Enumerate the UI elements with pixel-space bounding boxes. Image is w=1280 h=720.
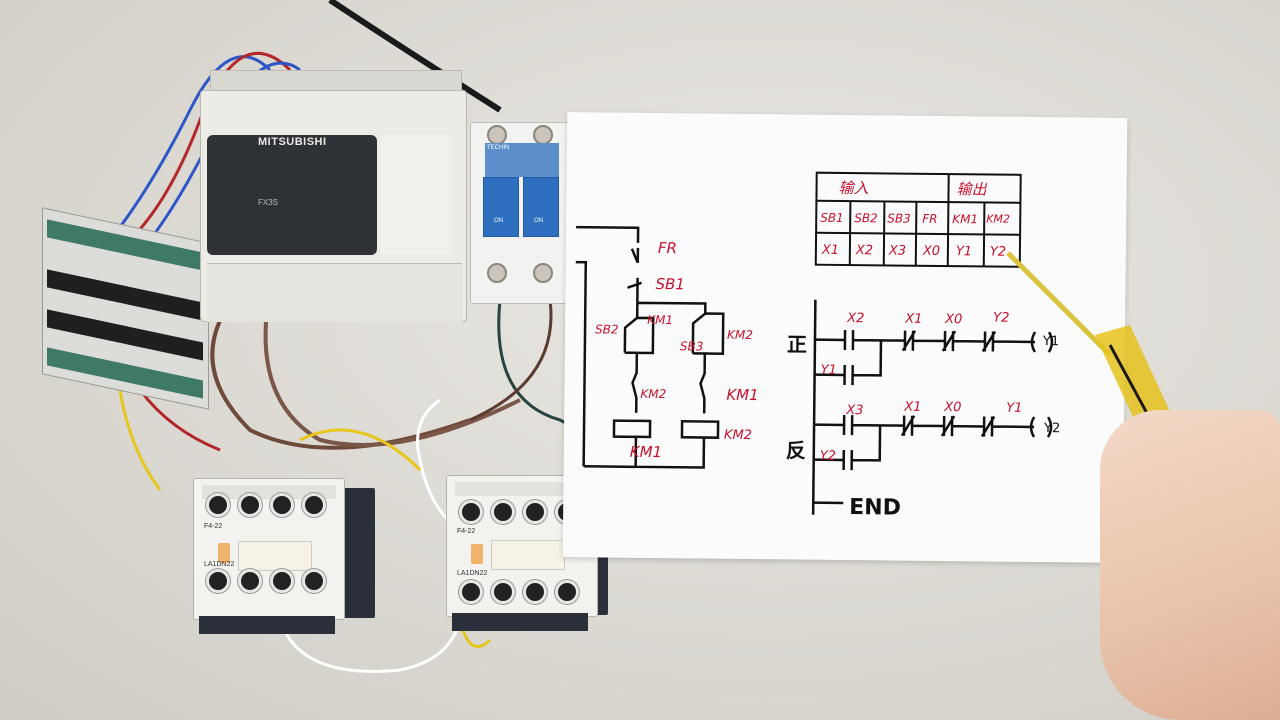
plc-brand-label: MITSUBISHI — [258, 136, 327, 148]
io-address: X3 — [888, 243, 907, 259]
terminal-hole — [270, 493, 294, 517]
io-address: Y1 — [955, 244, 973, 260]
io-address: X0 — [922, 243, 941, 259]
contactor-code-label: F4-22 — [457, 528, 476, 535]
terminal-row — [47, 269, 203, 321]
screw-icon — [533, 263, 553, 283]
breaker-right-label: ON — [534, 218, 543, 224]
plc-body — [200, 90, 467, 322]
io-signal: FR — [922, 211, 938, 226]
contactor-window — [238, 541, 312, 571]
ladder-contact: X3 — [846, 403, 864, 419]
relay-coil-km2: KM2 — [723, 427, 753, 444]
terminal-block — [42, 207, 209, 410]
io-signal: KM2 — [986, 212, 1011, 226]
plc-front-cover — [207, 135, 377, 255]
schematic-paper: FR SB1 SB2 KM1 SB3 KM2 KM2 KM1 KM1 KM2 输… — [562, 112, 1128, 563]
io-input-header: 输入 — [838, 178, 869, 198]
ladder-contact: X1 — [904, 399, 922, 415]
contactor-base — [199, 616, 335, 634]
relay-label-km2-hold: KM2 — [726, 327, 753, 343]
contactor-indicator — [471, 544, 483, 564]
contactor-base — [452, 613, 588, 631]
screw-icon — [487, 263, 507, 283]
io-table-grid — [814, 171, 1022, 268]
screw-icon — [487, 125, 507, 145]
breaker-handle-right[interactable]: ON — [523, 177, 559, 237]
terminal-hole — [491, 500, 515, 524]
io-signal: SB2 — [854, 211, 878, 226]
terminal-hole — [270, 569, 294, 593]
screw-icon — [533, 125, 553, 145]
terminal-hole — [238, 569, 262, 593]
plc-unit: MITSUBISHI FX3S — [200, 70, 470, 322]
relay-label-km1-interlock: KM1 — [726, 385, 759, 405]
ladder-contact: X0 — [944, 400, 962, 416]
ladder-hold-contact: Y2 — [819, 448, 837, 464]
relay-circuit-lines — [575, 225, 725, 469]
terminal-hole — [555, 580, 579, 604]
breaker-handle-left[interactable]: ON — [483, 177, 519, 237]
contactor-top-strip — [455, 482, 589, 496]
contactor-indicator — [218, 543, 230, 563]
breaker-brand-label: TECHIN — [485, 143, 559, 177]
relay-label-km1-hold: KM1 — [647, 312, 674, 328]
relay-label-sb3: SB3 — [679, 339, 704, 354]
io-address: X1 — [821, 242, 840, 258]
plc-model-label: FX3S — [258, 198, 279, 207]
ladder-contact: X1 — [905, 311, 923, 327]
terminal-hole — [459, 500, 483, 524]
contactor-body: F4-22 LA1DN22 — [193, 478, 345, 620]
terminal-hole — [206, 493, 230, 517]
contactor-top-strip — [202, 485, 336, 499]
terminal-hole — [459, 580, 483, 604]
ladder-lines — [811, 299, 1054, 515]
relay-label-sb1: SB1 — [655, 275, 686, 294]
io-address: X2 — [855, 243, 874, 259]
contactor-window — [491, 540, 565, 570]
relay-label-fr: FR — [657, 239, 678, 258]
ladder-contact: X2 — [847, 311, 865, 327]
plc-status-panel — [381, 135, 451, 255]
relay-coil-km1: KM1 — [629, 442, 663, 462]
io-signal: KM1 — [952, 212, 979, 227]
terminal-hole — [206, 569, 230, 593]
contactor-model-label: LA1DN22 — [204, 561, 235, 568]
contactor-left: F4-22 LA1DN22 — [193, 478, 375, 638]
terminal-hole — [523, 500, 547, 524]
io-output-header: 输出 — [956, 180, 987, 199]
terminal-hole — [238, 493, 262, 517]
io-signal: SB3 — [887, 211, 911, 226]
ladder-end-label: END — [849, 495, 902, 521]
hand — [1100, 410, 1280, 720]
contactor-code-label: F4-22 — [204, 523, 223, 530]
breaker-left-label: ON — [494, 218, 503, 224]
ladder-hold-contact: Y1 — [820, 362, 837, 378]
contactor-model-label: LA1DN22 — [457, 570, 488, 577]
terminal-hole — [491, 580, 515, 604]
ladder-rung2-label: 反 — [785, 438, 806, 463]
ladder-rung1-label: 正 — [786, 332, 808, 357]
plc-bottom-terminals — [207, 263, 462, 322]
relay-label-km2-interlock: KM2 — [640, 386, 667, 402]
ladder-contact: X0 — [945, 312, 963, 328]
circuit-breaker: TECHIN ON ON — [470, 122, 570, 304]
terminal-hole — [302, 493, 326, 517]
relay-label-sb2: SB2 — [594, 322, 619, 337]
io-signal: SB1 — [820, 210, 844, 225]
contactor-coil-housing — [343, 488, 375, 618]
terminal-hole — [302, 569, 326, 593]
terminal-hole — [523, 580, 547, 604]
